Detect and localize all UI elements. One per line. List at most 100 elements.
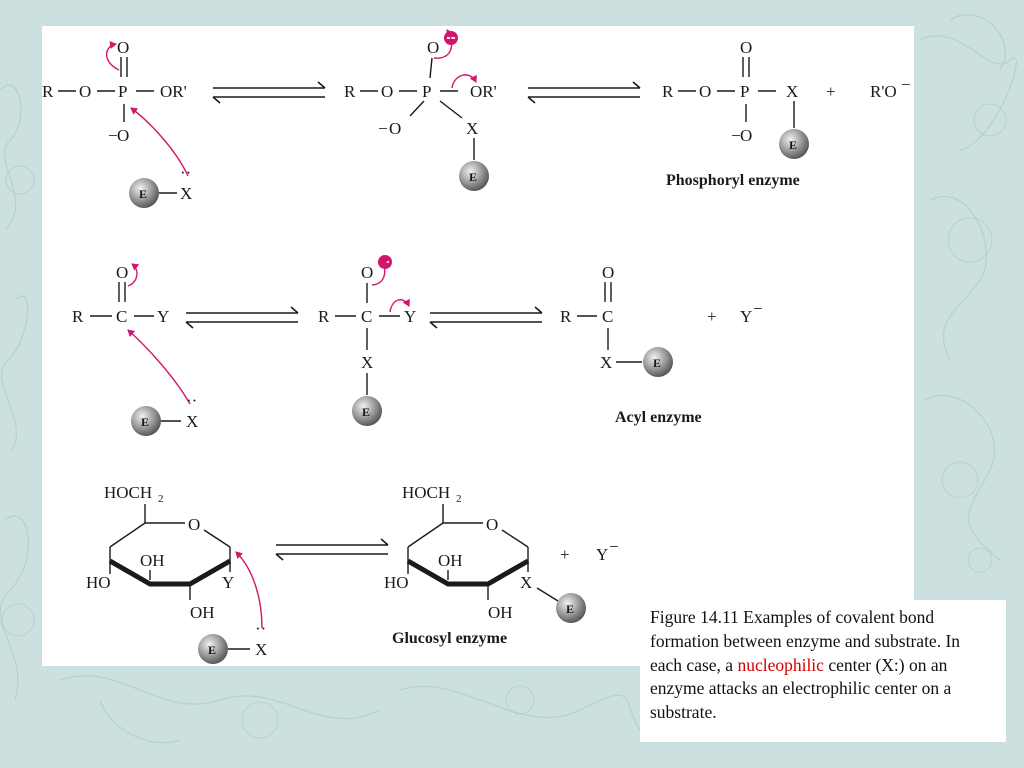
equilibrium-arrow — [185, 306, 299, 329]
atom-o: O — [389, 119, 401, 138]
enzyme-label: E — [141, 415, 149, 429]
atom-y: Y — [157, 307, 169, 326]
atom-o: O — [602, 263, 614, 282]
atom-y: Y — [222, 573, 234, 592]
equilibrium-arrow — [275, 538, 389, 561]
label-acyl-enzyme: Acyl enzyme — [615, 409, 702, 426]
atom-p: P — [422, 82, 431, 101]
atom-x: X — [520, 573, 532, 592]
enzyme-ball — [131, 406, 161, 436]
lone-pair: ·· — [255, 619, 266, 638]
atom-x: X — [255, 640, 267, 659]
atom-x: X — [361, 353, 373, 372]
atom-x: X — [186, 412, 198, 431]
enzyme-ball — [352, 396, 382, 426]
glucose-reactant: HOCH 2 O OH HO OH Y E X ·· — [86, 483, 267, 664]
caption-highlight: nucleophilic — [737, 654, 824, 675]
atom-or-prime: OR' — [160, 82, 187, 101]
charge-minus: − — [731, 126, 741, 145]
atom-y: Y — [596, 545, 608, 564]
acyl-product: R C O X E + Y − Acyl enzyme — [560, 263, 763, 426]
atom-or-prime: OR' — [470, 82, 497, 101]
charge-minus: − — [609, 537, 619, 556]
atom-oh: OH — [140, 551, 165, 570]
atom-r: R — [344, 82, 356, 101]
caption-text: Figure 14.11 Examples of covalent bond f… — [650, 607, 961, 675]
plus-sign: + — [560, 545, 570, 564]
label-glucosyl-enzyme: Glucosyl enzyme — [392, 630, 507, 647]
acyl-intermediate: R C Y O X E — [318, 255, 416, 426]
enzyme-ball — [459, 161, 489, 191]
caption-text: center (X:) on an enzyme attacks an elec… — [650, 654, 952, 723]
charge-minus: − — [901, 75, 911, 94]
atom-y: Y — [740, 307, 752, 326]
subscript-2: 2 — [456, 493, 462, 505]
atom-r-prime-o: R'O — [870, 82, 897, 101]
electron-arrow — [451, 74, 477, 89]
atom-y: Y — [404, 307, 416, 326]
atom-o: O — [188, 515, 200, 534]
ring-front-edge — [108, 558, 232, 587]
enzyme-ball — [129, 178, 159, 208]
atom-o: O — [699, 82, 711, 101]
charge-minus: − — [753, 299, 763, 318]
atom-o: O — [381, 82, 393, 101]
atom-p: P — [118, 82, 127, 101]
ring-front-edge — [406, 558, 530, 587]
atom-o: O — [486, 515, 498, 534]
figure-caption: Figure 14.11 Examples of covalent bond f… — [640, 600, 1006, 742]
charge-minus: − — [378, 119, 388, 138]
atom-r: R — [560, 307, 572, 326]
atom-oh: OH — [190, 603, 215, 622]
plus-sign: + — [707, 307, 717, 326]
atom-r: R — [662, 82, 674, 101]
atom-oh: OH — [488, 603, 513, 622]
atom-hoch2: HOCH — [402, 483, 450, 502]
subscript-2: 2 — [158, 493, 164, 505]
electron-arrow — [371, 257, 388, 286]
atom-o: O — [117, 38, 129, 57]
atom-oh: OH — [438, 551, 463, 570]
atom-c: C — [361, 307, 372, 326]
atom-c: C — [116, 307, 127, 326]
electron-arrow — [127, 329, 191, 405]
enzyme-ball — [198, 634, 228, 664]
electron-arrow — [389, 298, 410, 313]
atom-ho: HO — [86, 573, 111, 592]
atom-r: R — [42, 82, 54, 101]
atom-p: P — [740, 82, 749, 101]
plus-sign: + — [826, 82, 836, 101]
enzyme-label: E — [208, 643, 216, 657]
atom-o: O — [361, 263, 373, 282]
atom-ho: HO — [384, 573, 409, 592]
atom-r: R — [318, 307, 330, 326]
phosphoryl-product: R O P X O − O E + R'O − Phosphoryl enzym… — [662, 38, 911, 189]
atom-x: X — [786, 82, 798, 101]
atom-x: X — [600, 353, 612, 372]
atom-o: O — [427, 38, 439, 57]
enzyme-label: E — [653, 356, 661, 370]
enzyme-ball — [556, 593, 586, 623]
atom-o: O — [79, 82, 91, 101]
enzyme-label: E — [362, 405, 370, 419]
electron-arrow — [130, 107, 189, 177]
equilibrium-arrow — [212, 81, 326, 104]
atom-o: O — [740, 126, 752, 145]
enzyme-label: E — [789, 138, 797, 152]
atom-o: O — [116, 263, 128, 282]
atom-x: X — [180, 184, 192, 203]
atom-c: C — [602, 307, 613, 326]
phosphoryl-intermediate: R O P OR' O − O X E — [344, 29, 497, 191]
enzyme-label: E — [469, 170, 477, 184]
electron-arrow — [127, 263, 140, 287]
atom-o: O — [740, 38, 752, 57]
atom-x: X — [466, 119, 478, 138]
electron-arrow — [105, 41, 120, 71]
charge-minus: − — [108, 126, 118, 145]
electron-arrow — [235, 551, 263, 629]
label-phosphoryl-enzyme: Phosphoryl enzyme — [666, 172, 800, 189]
enzyme-ball — [643, 347, 673, 377]
glucose-product: HOCH 2 O OH HO OH X E + Y − Glucosyl enz… — [384, 483, 619, 647]
equilibrium-arrow — [429, 306, 543, 329]
